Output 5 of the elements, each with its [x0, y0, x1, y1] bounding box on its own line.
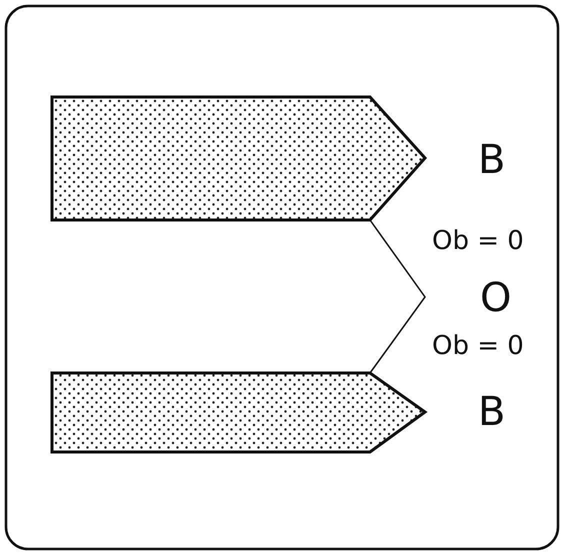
region-label: B [478, 392, 506, 432]
equation-label: Ob = 0 [432, 333, 524, 359]
equation-label: Ob = 0 [432, 228, 524, 254]
region-label: O [480, 278, 512, 318]
region-label: B [478, 140, 506, 180]
